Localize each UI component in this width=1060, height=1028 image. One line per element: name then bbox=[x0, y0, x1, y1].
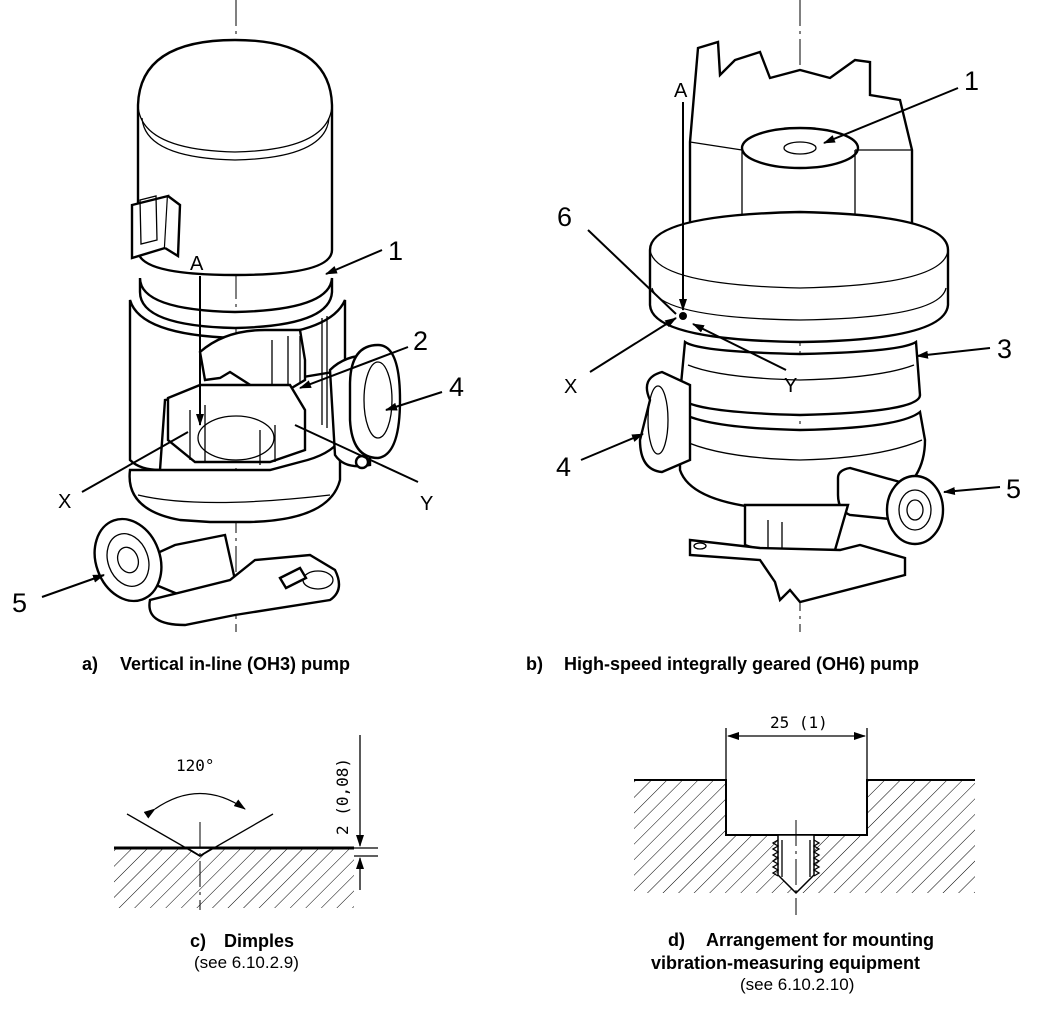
figure-d-mounting: 25 (1) bbox=[634, 713, 975, 915]
caption-c: Dimples bbox=[224, 931, 294, 951]
caption-d-prefix: d) bbox=[668, 930, 685, 950]
point-x-a: X bbox=[58, 491, 71, 513]
callout-5-a: 5 bbox=[12, 588, 27, 618]
caption-c-prefix: c) bbox=[190, 931, 206, 951]
coupling bbox=[198, 328, 307, 397]
callout-1-a: 1 bbox=[388, 236, 403, 266]
motor-housing bbox=[136, 38, 334, 277]
figure-b-oh6-pump: 1 3 4 5 6 A X Y bbox=[556, 0, 1021, 632]
casing-support bbox=[743, 503, 850, 553]
callout-4-b: 4 bbox=[556, 452, 571, 482]
width-label: 25 (1) bbox=[770, 713, 828, 732]
point-x-b: X bbox=[564, 376, 577, 398]
adapter bbox=[166, 383, 307, 464]
callout-3-b: 3 bbox=[997, 334, 1012, 364]
point-a-a: A bbox=[190, 253, 204, 275]
point-y-a: Y bbox=[420, 493, 433, 515]
terminal-box bbox=[130, 194, 170, 260]
caption-b: High-speed integrally geared (OH6) pump bbox=[564, 654, 919, 674]
angle-arc bbox=[143, 792, 246, 819]
depth-label: 2 (0,08) bbox=[333, 758, 352, 835]
caption-d-line2: vibration-measuring equipment bbox=[651, 953, 920, 973]
dimple-section-hatch bbox=[114, 848, 354, 908]
angle-label: 120° bbox=[176, 756, 215, 775]
callout-4-a: 4 bbox=[449, 372, 464, 402]
point-a-b: A bbox=[674, 80, 688, 102]
input-hub bbox=[740, 126, 860, 170]
caption-d-line1: Arrangement for mounting bbox=[706, 930, 934, 950]
callout-2-a: 2 bbox=[413, 326, 428, 356]
thread-marks bbox=[771, 839, 821, 877]
callout-5-b: 5 bbox=[1006, 474, 1021, 504]
callout-6-b: 6 bbox=[557, 202, 572, 232]
figure-c-dimples: 120° 2 (0,08) bbox=[114, 735, 378, 910]
base-plate-b bbox=[688, 538, 907, 604]
caption-d-reference: (see 6.10.2.10) bbox=[740, 975, 854, 994]
caption-c-reference: (see 6.10.2.9) bbox=[194, 953, 299, 972]
suction-flange bbox=[93, 517, 163, 603]
figure-a-oh3-pump: 1 2 4 5 A X Y bbox=[12, 0, 464, 632]
gearbox-flange bbox=[648, 210, 950, 344]
discharge-flange-b bbox=[885, 474, 945, 546]
point-y-b: Y bbox=[784, 375, 797, 397]
measuring-point-dimple-b bbox=[679, 312, 687, 320]
caption-a-prefix: a) bbox=[82, 654, 98, 674]
callout-1-b: 1 bbox=[964, 66, 979, 96]
pump-casing-b bbox=[678, 339, 922, 417]
motor-flange bbox=[138, 277, 334, 330]
caption-a: Vertical in-line (OH3) pump bbox=[120, 654, 350, 674]
caption-b-prefix: b) bbox=[526, 654, 543, 674]
